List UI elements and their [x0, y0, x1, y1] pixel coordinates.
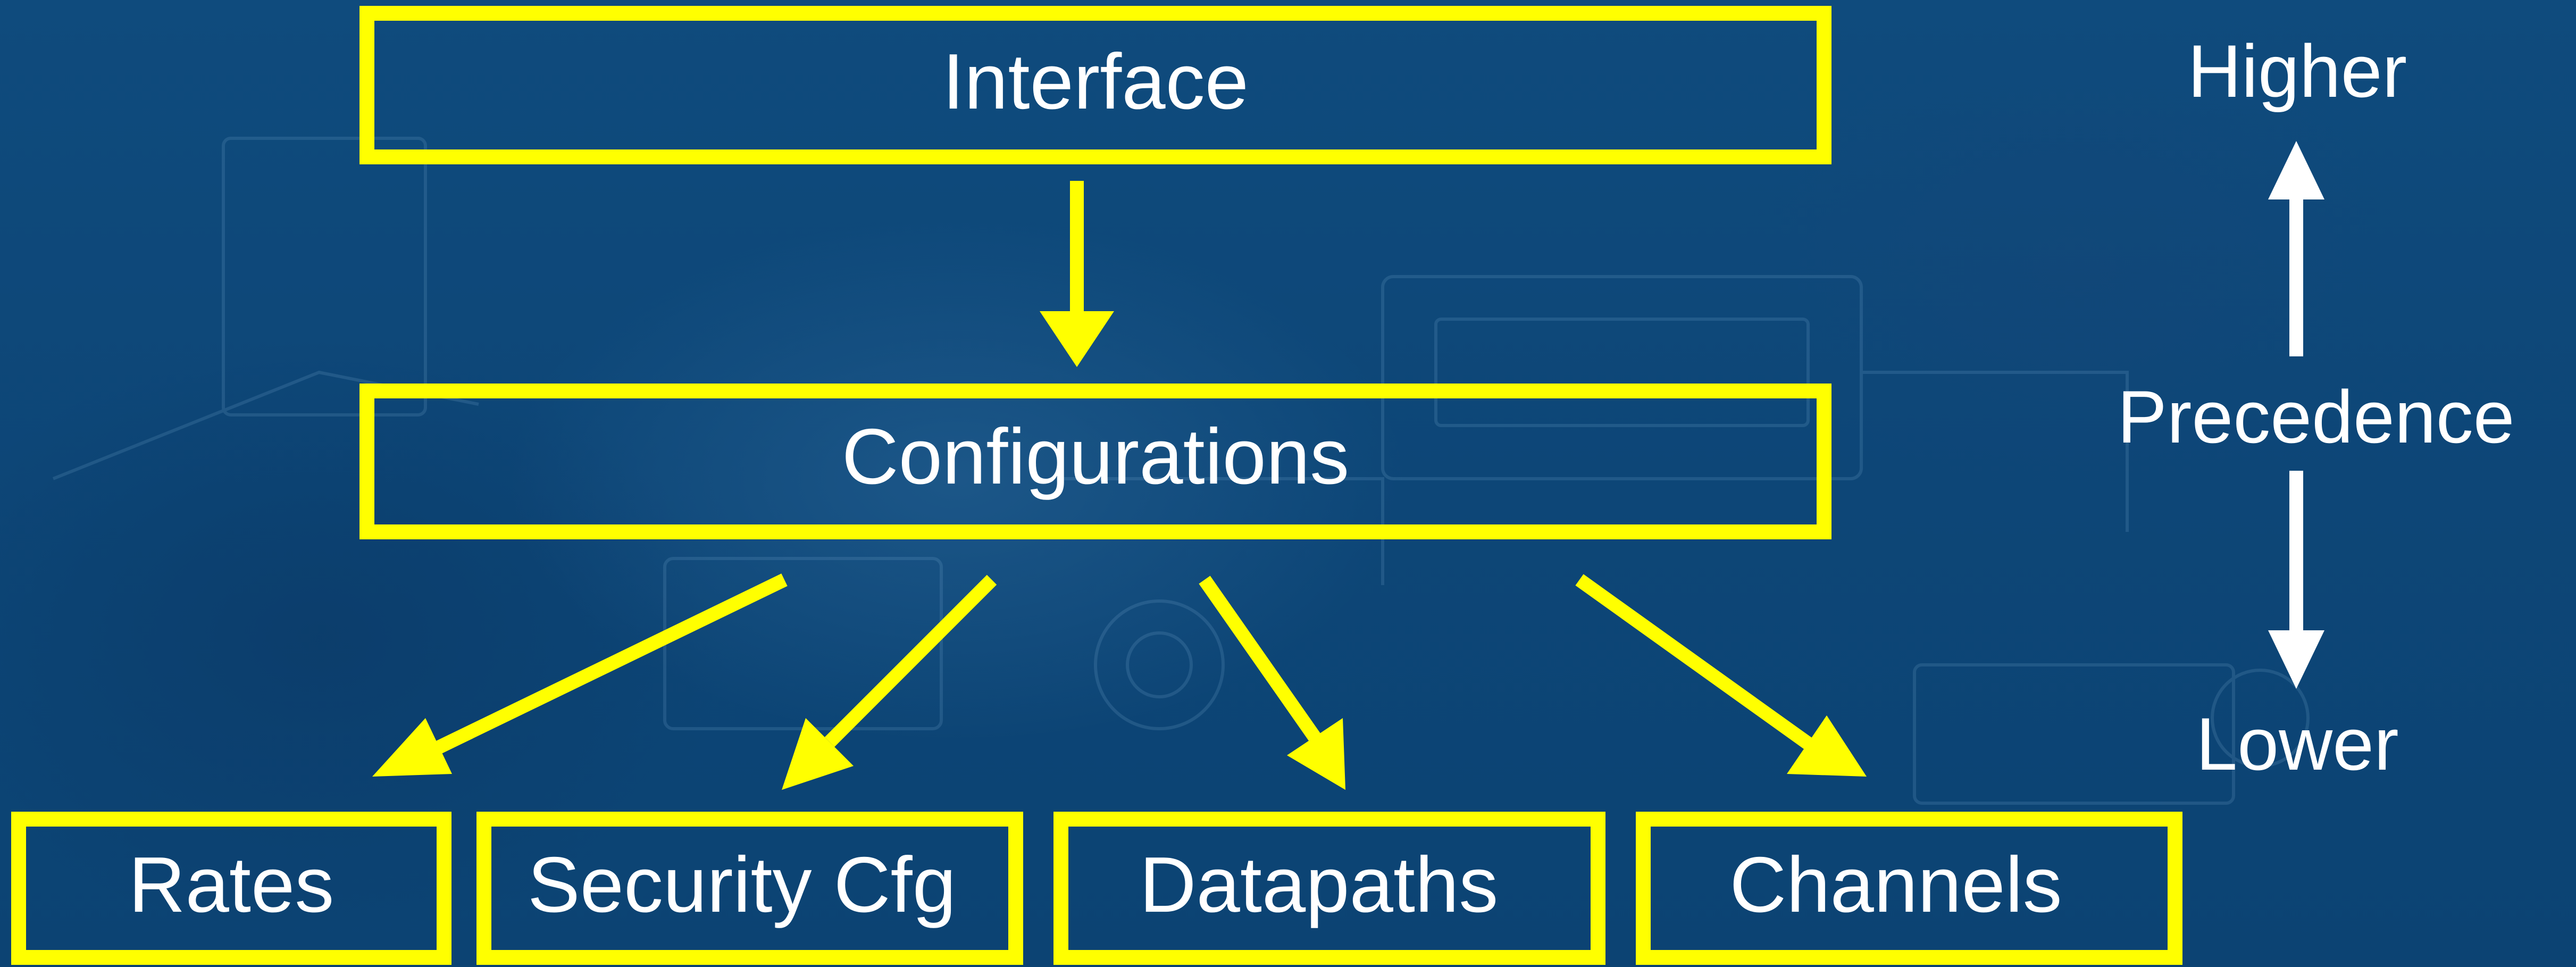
security-cfg-label: Security Cfg: [528, 841, 956, 929]
precedence-scale: Higher Precedence Lower: [2117, 29, 2514, 786]
configurations-label: Configurations: [842, 413, 1349, 501]
configurations-box: [359, 384, 1831, 539]
rates-box: [11, 812, 451, 965]
rates-node: Rates: [11, 812, 451, 965]
security-cfg-node: Security Cfg: [476, 812, 1023, 965]
down-arrow-icon: [2268, 471, 2324, 689]
configurations-node: Configurations: [359, 384, 1831, 539]
interface-to-configurations-arrow: [1040, 181, 1114, 367]
datapaths-label: Datapaths: [1140, 841, 1499, 929]
up-arrow-icon: [2268, 141, 2324, 356]
datapaths-node: Datapaths: [1053, 812, 1605, 965]
channels-label: Channels: [1729, 841, 2062, 929]
datapaths-box: [1053, 812, 1605, 965]
configurations-to-rates-arrow: [372, 573, 788, 777]
precedence-lower-label: Lower: [2196, 702, 2398, 786]
configurations-to-channels-arrow: [1575, 574, 1867, 777]
configurations-to-security-arrow: [782, 574, 997, 790]
interface-node: Interface: [359, 6, 1831, 164]
rates-label: Rates: [129, 841, 334, 929]
configurations-to-datapaths-arrow: [1199, 576, 1345, 790]
precedence-higher-label: Higher: [2188, 29, 2407, 113]
interface-label: Interface: [942, 38, 1249, 126]
channels-node: Channels: [1636, 812, 2182, 965]
precedence-label: Precedence: [2117, 375, 2514, 459]
channels-box: [1636, 812, 2182, 965]
security-cfg-box: [476, 812, 1023, 965]
interface-box: [359, 6, 1831, 164]
